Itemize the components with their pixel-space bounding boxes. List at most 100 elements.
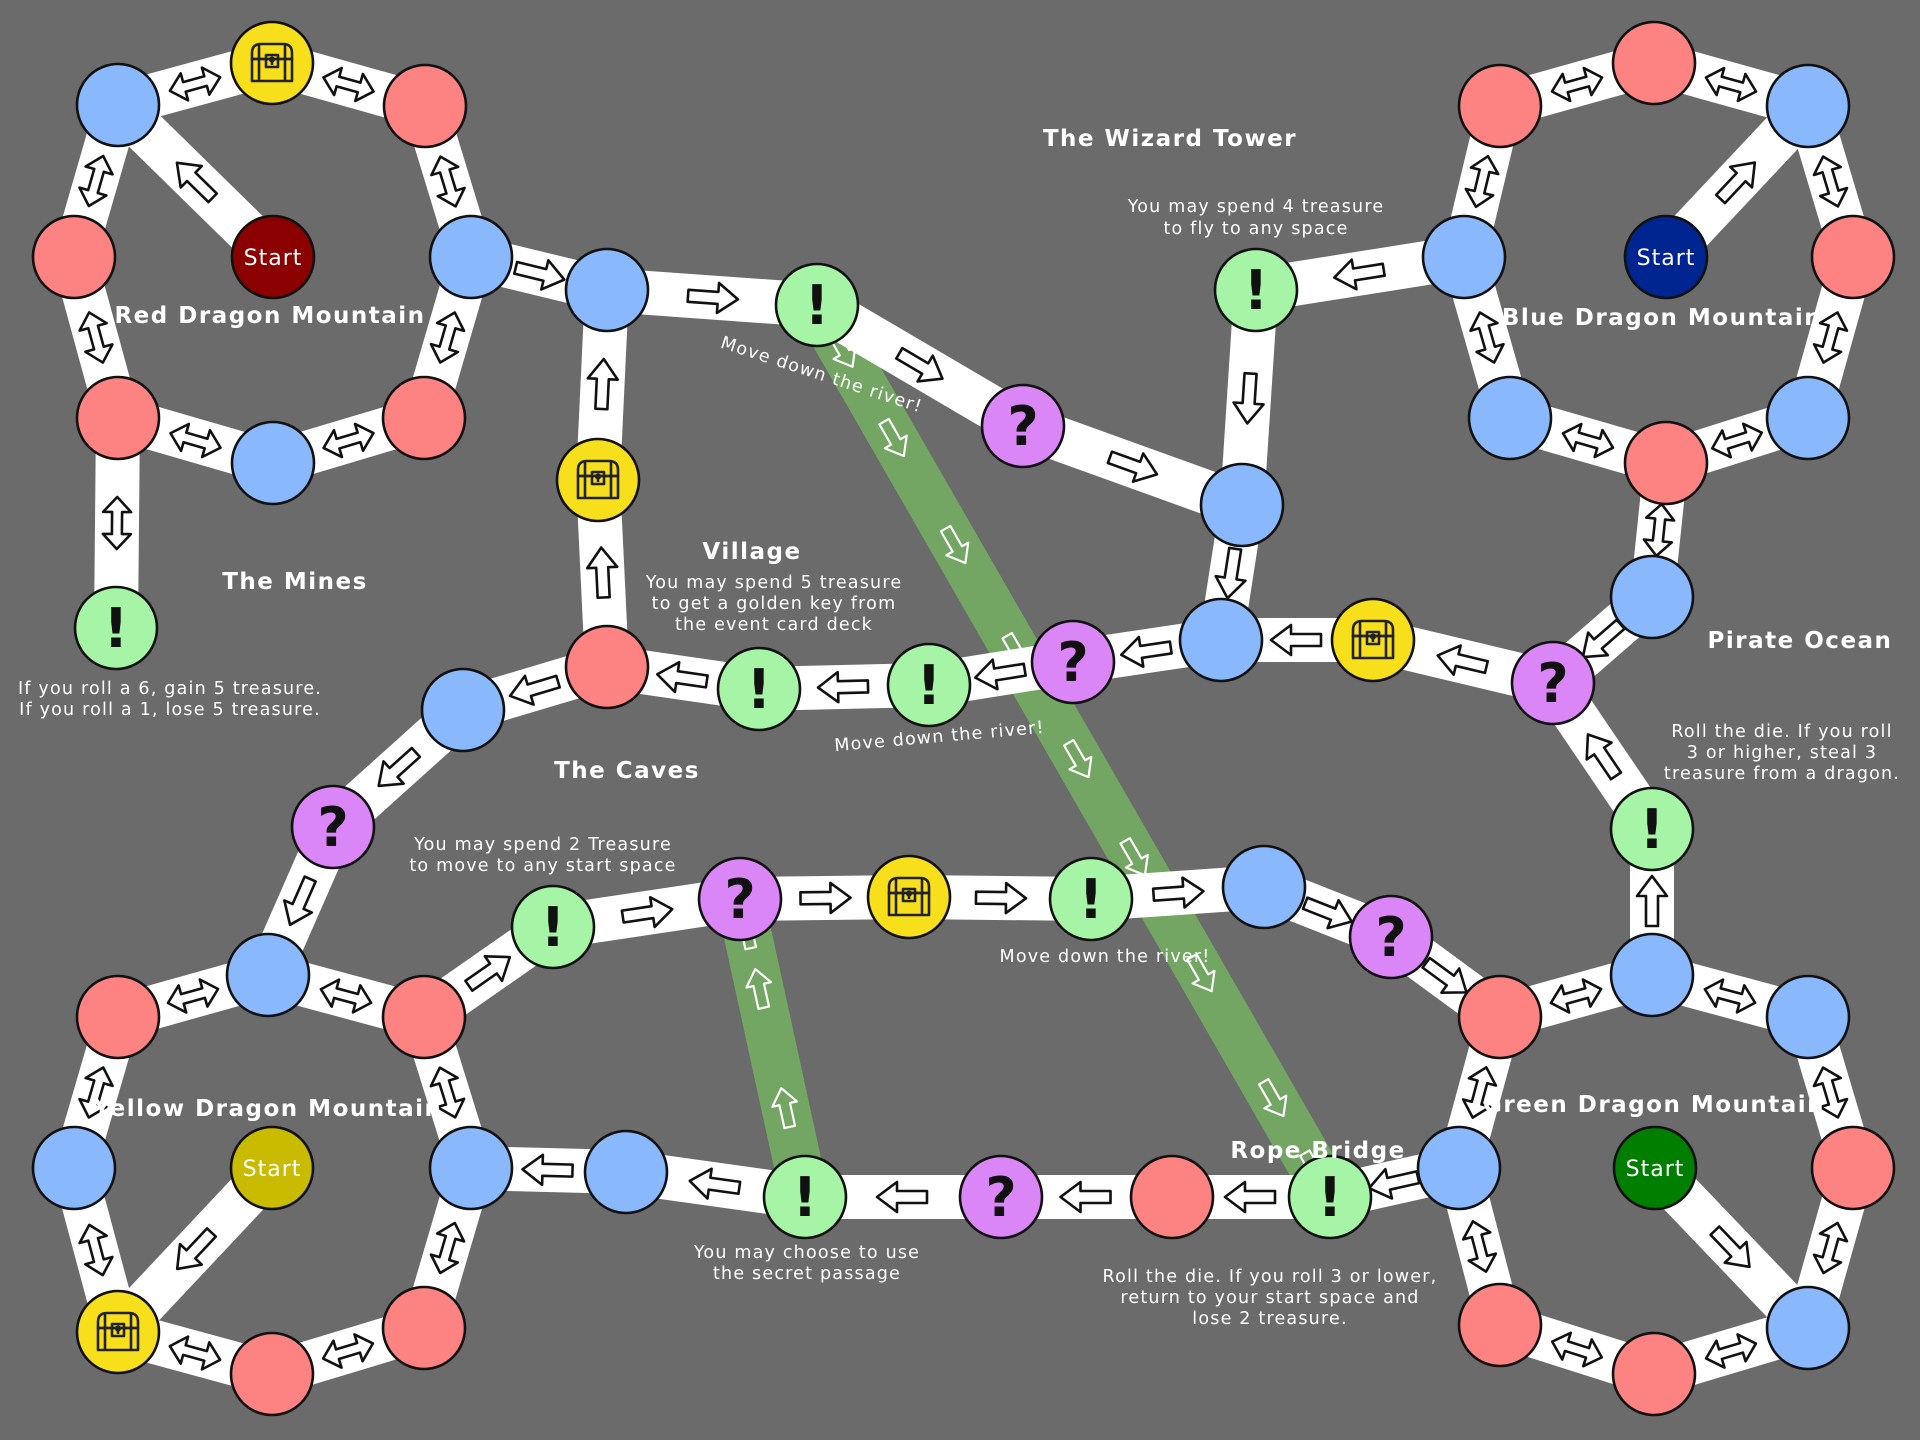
red-space[interactable] — [1457, 974, 1543, 1060]
red-space[interactable] — [382, 63, 468, 149]
red-space[interactable] — [1810, 1125, 1896, 1211]
river-arrow-icon — [1119, 837, 1149, 877]
blue-space[interactable] — [1467, 375, 1553, 461]
river-arrow-icon — [939, 524, 970, 565]
blue-space[interactable] — [428, 1125, 514, 1211]
red-space[interactable] — [381, 375, 467, 461]
treasure-space[interactable] — [229, 20, 315, 106]
village-note-line-2: to get a golden key from — [652, 594, 897, 614]
blue-space[interactable] — [1416, 1125, 1502, 1211]
blue-space[interactable] — [225, 932, 311, 1018]
river-arrow-icon — [878, 417, 908, 458]
blue-space[interactable] — [1421, 214, 1507, 300]
exclamation-icon: ! — [104, 597, 129, 660]
red-space[interactable] — [31, 214, 117, 300]
event-space[interactable]: ! — [774, 262, 860, 348]
question-mark-icon: ? — [1057, 631, 1088, 694]
event-space[interactable]: ! — [73, 585, 159, 671]
question-space[interactable]: ? — [697, 856, 783, 942]
blue-space[interactable] — [583, 1129, 669, 1215]
event-space[interactable]: ! — [716, 646, 802, 732]
region-wizard-tower: The Wizard Tower — [1043, 126, 1297, 152]
exclamation-icon: ! — [1318, 1166, 1343, 1229]
region-village: Village — [702, 539, 801, 565]
red-space[interactable] — [1457, 1282, 1543, 1368]
question-space[interactable]: ? — [980, 383, 1066, 469]
rope-bridge-note-line-1: Roll the die. If you roll 3 or lower, — [1103, 1267, 1438, 1287]
blue-space[interactable] — [230, 420, 316, 506]
question-space[interactable]: ? — [1348, 894, 1434, 980]
question-mark-icon: ? — [985, 1166, 1016, 1229]
river-arrow-icon — [1186, 953, 1216, 993]
red-space[interactable] — [381, 1285, 467, 1371]
river-note-3: Move down the river! — [1000, 947, 1211, 967]
red-space[interactable] — [381, 974, 467, 1060]
region-rope-bridge: Rope Bridge — [1230, 1138, 1405, 1164]
rope-bridge-note-line-3: lose 2 treasure. — [1192, 1309, 1347, 1329]
blue-start-space[interactable]: Start — [1623, 214, 1709, 300]
event-space[interactable]: ! — [1048, 856, 1134, 942]
question-space[interactable]: ? — [1030, 619, 1116, 705]
region-blue-dragon-mountain: Blue Dragon Mountain — [1502, 305, 1822, 331]
question-space[interactable]: ? — [1510, 640, 1596, 726]
blue-space[interactable] — [1765, 63, 1851, 149]
blue-space[interactable] — [1765, 1285, 1851, 1371]
treasure-space[interactable] — [866, 854, 952, 940]
blue-space[interactable] — [1609, 554, 1695, 640]
blue-space[interactable] — [1199, 462, 1285, 548]
event-space[interactable]: ! — [762, 1154, 848, 1240]
pirate-note-line-3: treasure from a dragon. — [1664, 764, 1900, 784]
green-start-space[interactable]: Start — [1612, 1125, 1698, 1211]
blue-space[interactable] — [1221, 844, 1307, 930]
red-space[interactable] — [75, 375, 161, 461]
red-space[interactable] — [1611, 20, 1697, 106]
question-space[interactable]: ? — [958, 1154, 1044, 1240]
space-layer: Start!!?! Start??!!? Start!?!? Start!!?! — [31, 20, 1896, 1417]
pirate-note-line-1: Roll the die. If you roll — [1671, 722, 1892, 742]
question-mark-icon: ? — [1537, 652, 1568, 715]
mines-note-line-2: If you roll a 1, lose 5 treasure. — [19, 700, 321, 720]
blue-space[interactable] — [420, 667, 506, 753]
region-red-dragon-mountain: Red Dragon Mountain — [114, 303, 425, 329]
red-start-space[interactable]: Start — [230, 214, 316, 300]
event-space[interactable]: ! — [510, 884, 596, 970]
treasure-space[interactable] — [1330, 597, 1416, 683]
blue-space[interactable] — [1765, 974, 1851, 1060]
event-space[interactable]: ! — [886, 642, 972, 728]
exclamation-icon: ! — [1640, 798, 1665, 861]
blue-space[interactable] — [564, 247, 650, 333]
red-space[interactable] — [1623, 420, 1709, 506]
village-note-line-1: You may spend 5 treasure — [645, 573, 903, 593]
region-the-caves: The Caves — [554, 758, 700, 784]
red-space[interactable] — [1810, 214, 1896, 300]
start-label: Start — [1626, 1157, 1685, 1182]
treasure-space[interactable] — [75, 1289, 161, 1375]
blue-space[interactable] — [428, 214, 514, 300]
blue-space[interactable] — [31, 1125, 117, 1211]
question-mark-icon: ? — [1375, 906, 1406, 969]
rope-bridge-note-line-2: return to your start space and — [1120, 1288, 1419, 1308]
path-layer — [52, 41, 1875, 1396]
wizard-note-line-2: to fly to any space — [1163, 219, 1348, 239]
blue-space[interactable] — [1178, 597, 1264, 683]
red-space[interactable] — [75, 974, 161, 1060]
event-space[interactable]: ! — [1609, 786, 1695, 872]
question-space[interactable]: ? — [290, 784, 376, 870]
blue-space[interactable] — [1609, 932, 1695, 1018]
river-layer — [716, 293, 1351, 1209]
caves-note-line-1: You may spend 2 Treasure — [413, 835, 672, 855]
event-space[interactable]: ! — [1287, 1154, 1373, 1240]
red-space[interactable] — [1611, 1331, 1697, 1417]
mines-note-line-1: If you roll a 6, gain 5 treasure. — [18, 679, 322, 699]
red-space[interactable] — [229, 1331, 315, 1417]
question-mark-icon: ? — [1007, 395, 1038, 458]
red-space[interactable] — [564, 624, 650, 710]
blue-space[interactable] — [1765, 375, 1851, 461]
event-space[interactable]: ! — [1213, 247, 1299, 333]
yellow-start-space[interactable]: Start — [229, 1125, 315, 1211]
red-space[interactable] — [1129, 1154, 1215, 1240]
blue-space[interactable] — [75, 62, 161, 148]
exclamation-icon: ! — [1079, 868, 1104, 931]
red-space[interactable] — [1457, 63, 1543, 149]
treasure-space[interactable] — [555, 437, 641, 523]
